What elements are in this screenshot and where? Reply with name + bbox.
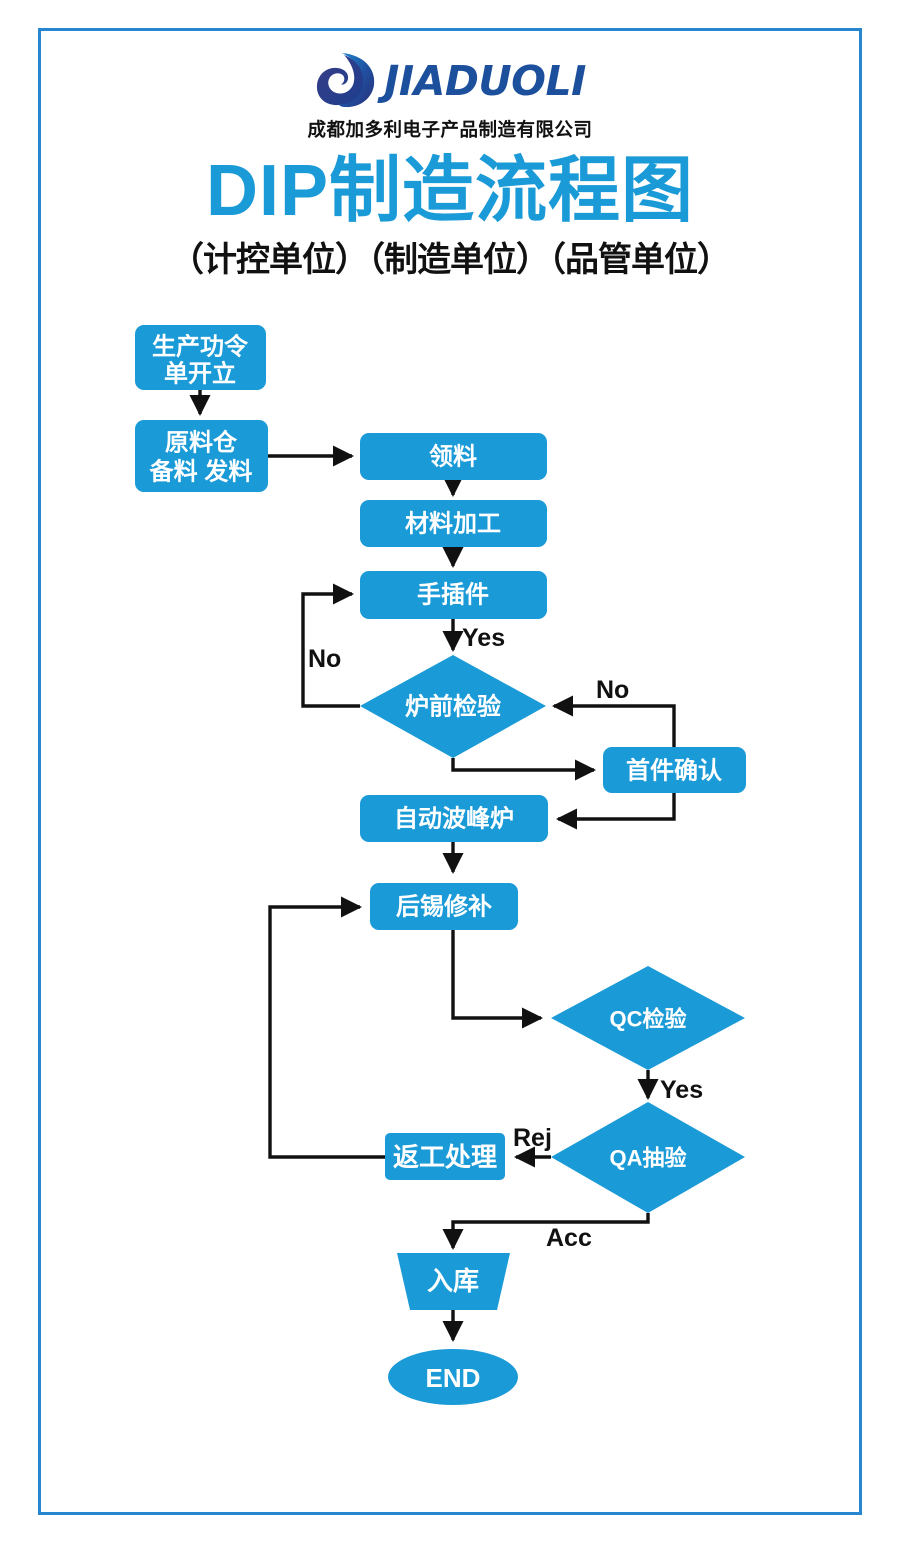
edge-label-acc: Acc bbox=[546, 1224, 592, 1252]
node-label: END bbox=[426, 1363, 481, 1393]
edge-n7-n6-no bbox=[551, 695, 676, 747]
node-auto-wave-solder[interactable]: 自动波峰炉 bbox=[360, 795, 548, 842]
node-label: 自动波峰炉 bbox=[394, 805, 514, 833]
node-rework[interactable]: 返工处理 bbox=[385, 1133, 505, 1180]
node-warehouse-in[interactable]: 入库 bbox=[397, 1253, 510, 1310]
node-label-line1: 生产功令 bbox=[152, 333, 249, 361]
edge-n7-n8 bbox=[555, 793, 676, 830]
brand-logo: JIADUOLI bbox=[0, 50, 900, 112]
page-title: DIP制造流程图 bbox=[205, 151, 695, 231]
poster-border-frame bbox=[38, 28, 862, 1515]
node-shape-rounded-rect bbox=[360, 795, 548, 842]
node-shape-ellipse bbox=[388, 1349, 518, 1405]
node-label: QA抽验 bbox=[609, 1146, 686, 1171]
edge-n6-n7 bbox=[451, 758, 597, 781]
edge-label-yes-top: Yes bbox=[462, 624, 505, 652]
page-subtitle: （计控单位）（制造单位）（品管单位） bbox=[170, 240, 731, 279]
node-shape-rounded-rect bbox=[603, 747, 746, 793]
node-shape-rounded-rect bbox=[385, 1133, 505, 1180]
node-shape-rounded-rect bbox=[360, 433, 547, 480]
node-production-order[interactable]: 生产功令 单开立 bbox=[135, 325, 266, 390]
poster-header: JIADUOLI 成都加多利电子产品制造有限公司 DIP制造流程图 （计控单位）… bbox=[0, 50, 900, 281]
node-label: 后锡修补 bbox=[396, 894, 492, 921]
node-post-solder-repair[interactable]: 后锡修补 bbox=[370, 883, 518, 930]
node-label-line2: 备料 发料 bbox=[149, 458, 253, 486]
edge-label-yes-bottom: Yes bbox=[660, 1076, 703, 1104]
node-label: 首件确认 bbox=[626, 757, 722, 785]
edge-label-rej: Rej bbox=[513, 1124, 552, 1152]
edge-n6-n5-no bbox=[301, 583, 360, 708]
node-end[interactable]: END bbox=[388, 1349, 518, 1405]
node-label: QC检验 bbox=[609, 1007, 686, 1032]
node-label: 手插件 bbox=[417, 581, 489, 609]
node-label-line2: 单开立 bbox=[164, 360, 236, 388]
node-label: 材料加工 bbox=[405, 511, 501, 538]
flow-connectors bbox=[189, 390, 676, 1343]
node-shape-rounded-rect bbox=[360, 500, 547, 547]
flow-edge-labels: Yes No No Yes Rej Acc bbox=[308, 624, 703, 1252]
node-shape-rounded-rect bbox=[370, 883, 518, 930]
node-material-processing[interactable]: 材料加工 bbox=[360, 500, 547, 547]
edge-n9-n10 bbox=[451, 930, 544, 1029]
node-label: 炉前检验 bbox=[405, 693, 501, 721]
edge-label-no-right: No bbox=[596, 676, 629, 704]
edge-label-no-left: No bbox=[308, 645, 341, 673]
node-label: 入库 bbox=[427, 1266, 479, 1296]
node-material-pickup[interactable]: 领料 bbox=[360, 433, 547, 480]
node-label: 领料 bbox=[429, 443, 477, 471]
node-label: 返工处理 bbox=[393, 1142, 497, 1172]
node-manual-insertion[interactable]: 手插件 bbox=[360, 571, 547, 619]
node-raw-material-warehouse[interactable]: 原料仓 备料 发料 bbox=[135, 420, 268, 492]
edge-n12-n9 bbox=[268, 896, 385, 1159]
node-first-article-confirm[interactable]: 首件确认 bbox=[603, 747, 746, 793]
node-shape-diamond bbox=[551, 966, 745, 1070]
node-shape-rounded-rect bbox=[135, 420, 268, 492]
node-label-line1: 原料仓 bbox=[165, 429, 238, 457]
node-shape-diamond bbox=[551, 1102, 745, 1213]
brand-wordmark: JIADUOLI bbox=[384, 56, 586, 105]
node-shape-rounded-rect bbox=[360, 571, 547, 619]
node-shape-diamond bbox=[360, 655, 546, 758]
edge-n11-n13-acc bbox=[442, 1213, 650, 1251]
node-pre-furnace-inspection[interactable]: 炉前检验 bbox=[360, 655, 546, 758]
node-shape-rounded-rect bbox=[135, 325, 266, 390]
company-name: 成都加多利电子产品制造有限公司 bbox=[307, 119, 593, 140]
node-shape-trapezoid bbox=[397, 1253, 510, 1310]
node-qa-sampling[interactable]: QA抽验 bbox=[551, 1102, 745, 1213]
node-qc-inspection[interactable]: QC检验 bbox=[551, 966, 745, 1070]
jiaduoli-droplet-logo-icon bbox=[317, 53, 375, 108]
